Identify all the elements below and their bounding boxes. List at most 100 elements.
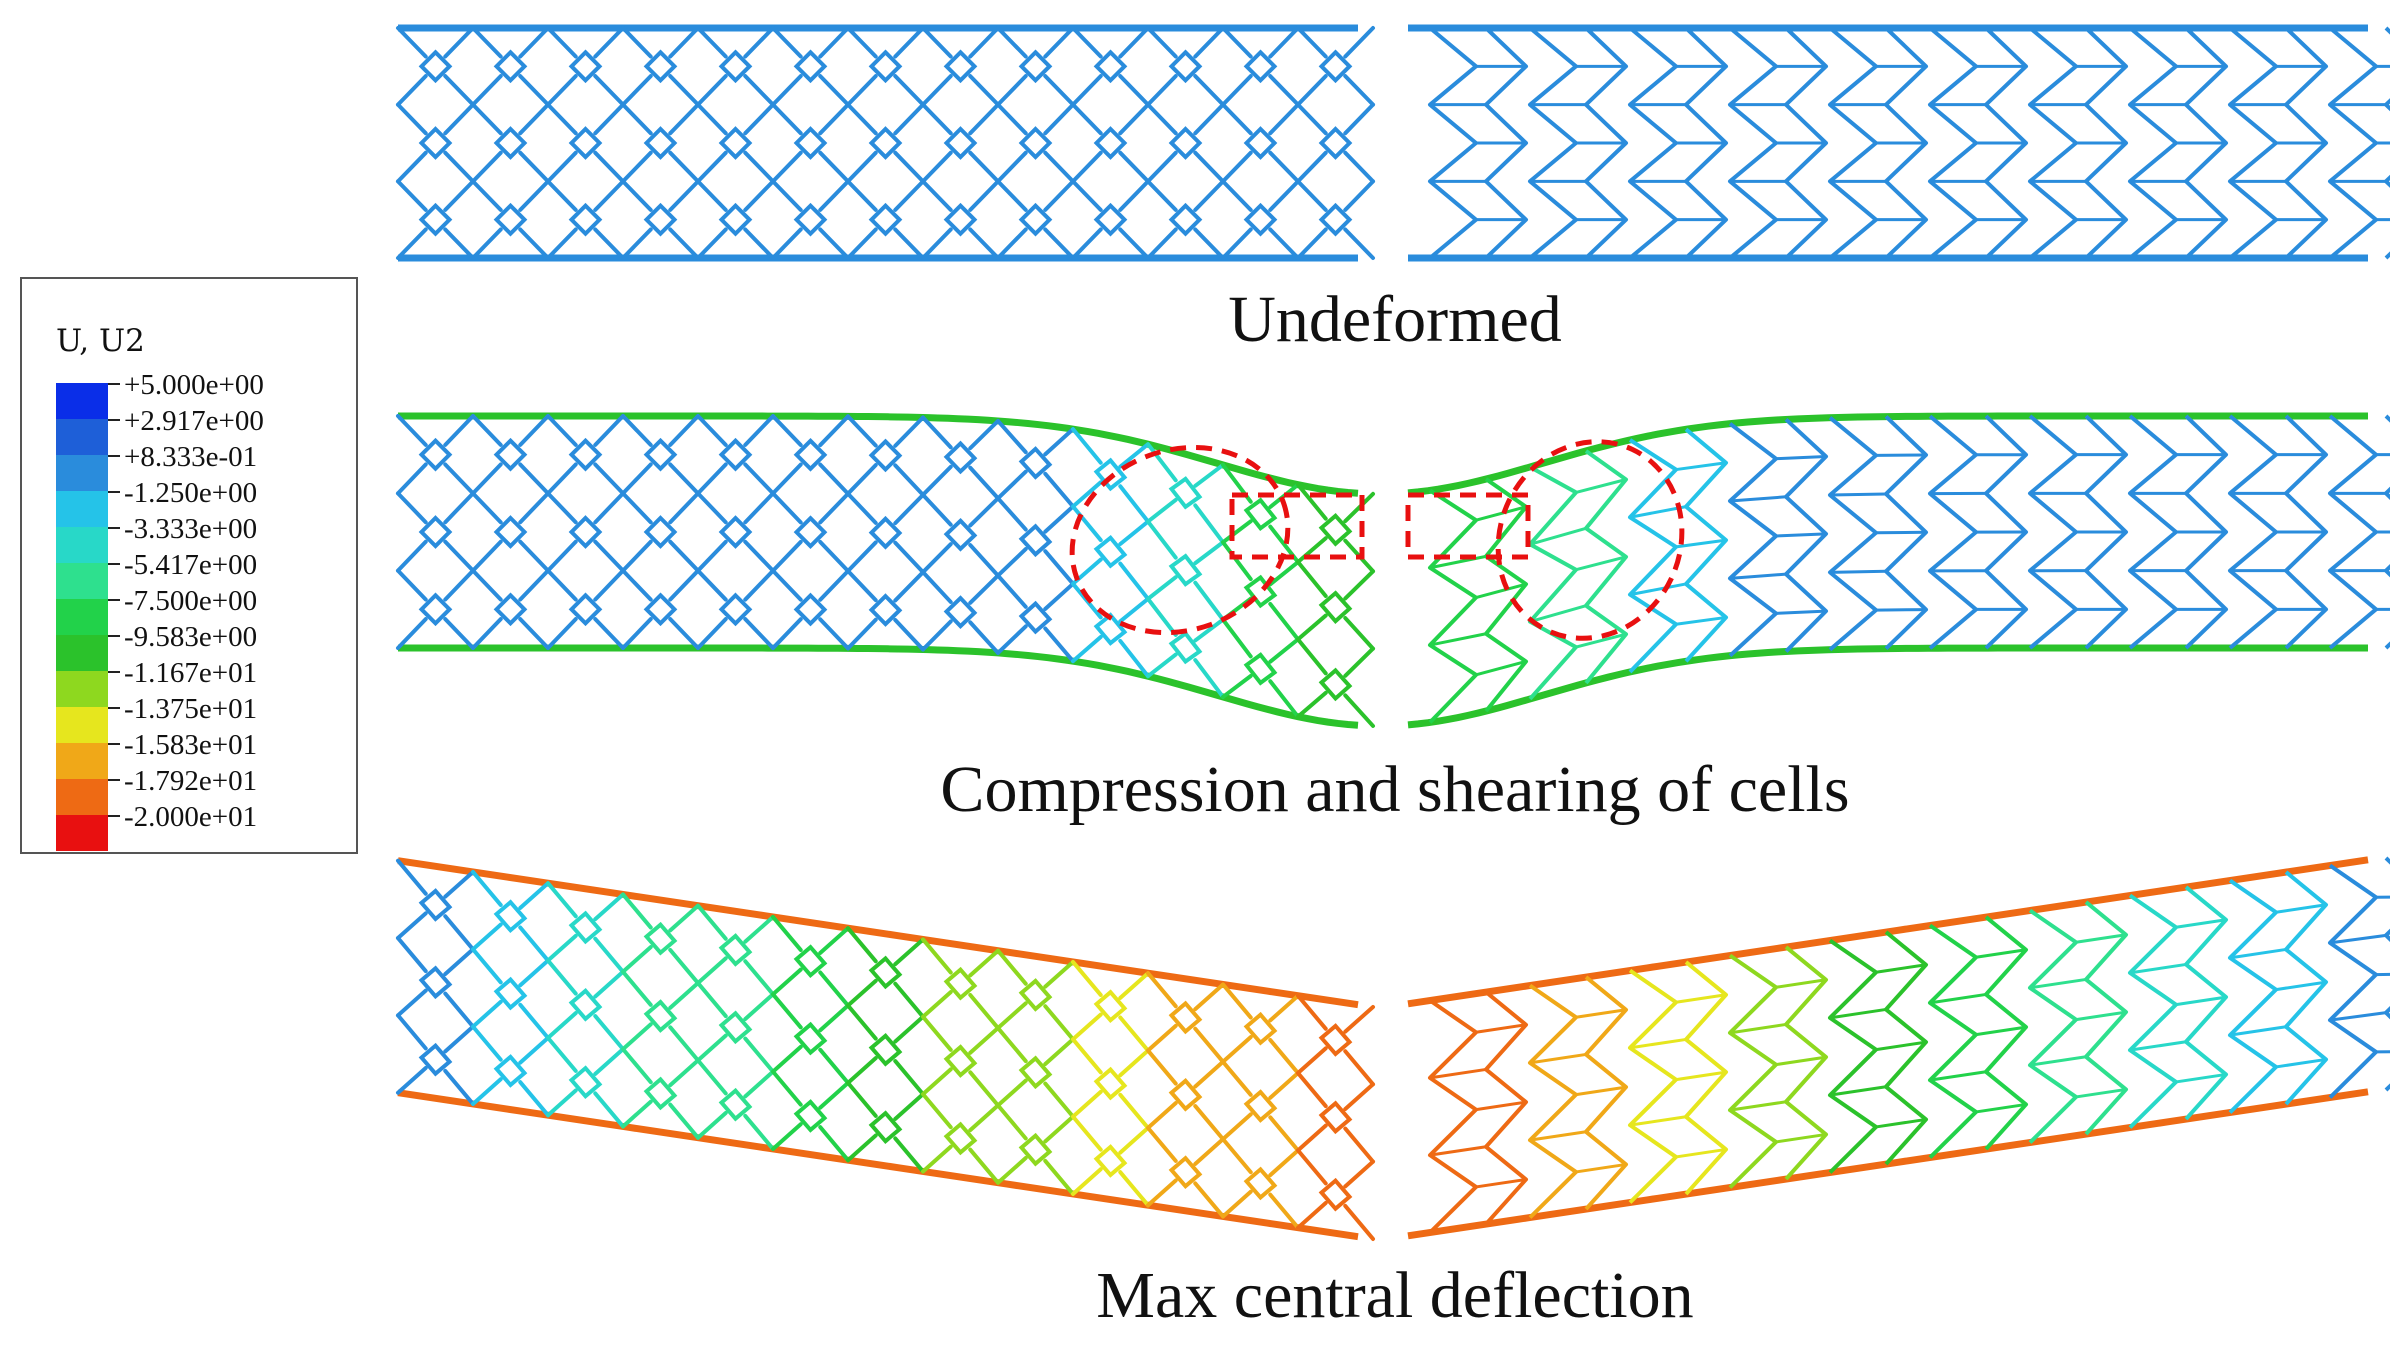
legend-swatch xyxy=(56,563,108,599)
lattice-strut xyxy=(668,102,700,136)
lattice-strut xyxy=(621,74,653,107)
lattice-zigzag-left xyxy=(1928,26,1978,260)
lattice-strut xyxy=(593,617,625,651)
lattice-strut xyxy=(893,618,925,652)
legend-swatch xyxy=(56,599,108,635)
lattice-strut xyxy=(1071,480,1103,509)
legend-swatch xyxy=(56,527,108,563)
lattice-diamond xyxy=(793,126,828,160)
caption-max-deflection: Max central deflection xyxy=(1096,1259,1694,1332)
lattice-rib xyxy=(1874,1040,1928,1052)
legend-swatch xyxy=(56,743,108,779)
lattice-diamond xyxy=(568,49,603,84)
lattice-strut xyxy=(893,937,925,967)
lattice-strut xyxy=(743,179,775,212)
lattice-strut xyxy=(968,573,1000,605)
lattice-strut xyxy=(1043,26,1075,59)
lattice-rib xyxy=(1974,948,2028,959)
lattice-diamond xyxy=(643,202,678,237)
lattice-diamond xyxy=(643,126,678,160)
lattice-strut xyxy=(1296,227,1328,260)
lattice-strut xyxy=(996,1103,1028,1141)
lattice-diamond xyxy=(868,515,903,550)
lattice-rib xyxy=(1528,1130,1588,1142)
lattice-strut xyxy=(743,992,775,1021)
lattice-strut xyxy=(518,881,550,910)
lattice-strut xyxy=(893,1014,925,1044)
lattice-strut xyxy=(1221,1137,1253,1175)
lattice-strut xyxy=(771,1069,803,1107)
lattice-diamond xyxy=(1018,126,1053,160)
lattice-diamond xyxy=(1243,49,1278,84)
lattice-strut xyxy=(1343,491,1375,524)
lattice-strut xyxy=(846,463,878,496)
lattice-strut xyxy=(471,179,503,212)
lattice-strut xyxy=(518,568,550,602)
lattice-diamond xyxy=(1318,1100,1353,1135)
lattice-strut xyxy=(1193,617,1225,643)
lattice-strut xyxy=(996,227,1028,260)
lattice-strut xyxy=(1043,1037,1075,1066)
lattice-strut xyxy=(443,26,475,59)
lattice-rib xyxy=(1828,492,1888,497)
face-sheet-top xyxy=(398,412,1359,497)
lattice-strut xyxy=(1146,1023,1178,1053)
lattice-rib xyxy=(2074,1010,2128,1022)
lattice-strut xyxy=(1118,1048,1150,1078)
lattice-strut xyxy=(846,414,878,448)
lattice-strut xyxy=(518,617,550,651)
lattice-zigzag-left xyxy=(2028,414,2078,650)
lattice-strut xyxy=(996,573,1028,609)
lattice-strut xyxy=(1043,581,1075,611)
lattice-diamond xyxy=(943,49,978,84)
lattice-strut xyxy=(471,74,503,107)
lattice-zigzag-left xyxy=(1628,26,1678,260)
lattice-rib xyxy=(2274,980,2328,992)
lattice-strut xyxy=(1043,471,1075,509)
lattice-rib xyxy=(1674,538,1728,549)
lattice-strut xyxy=(696,74,728,107)
lattice-strut xyxy=(1296,26,1328,59)
lattice-strut xyxy=(518,150,550,184)
lattice-strut xyxy=(696,462,728,496)
lattice-strut xyxy=(893,179,925,212)
lattice-diamond xyxy=(1318,126,1353,160)
lattice-strut xyxy=(818,150,850,184)
lattice-strut xyxy=(518,179,550,212)
lattice-zigzag-right xyxy=(1484,477,1528,713)
legend-swatch xyxy=(56,671,108,707)
lattice-rib xyxy=(2028,1055,2088,1067)
lattice-strut xyxy=(1071,74,1103,107)
lattice-rib xyxy=(2328,1011,2388,1022)
lattice-strut xyxy=(743,26,775,59)
dashed-rect-right xyxy=(1405,492,1531,560)
lattice-strut xyxy=(471,491,503,525)
lattice-diamond xyxy=(1093,202,1128,237)
lattice-strut xyxy=(996,179,1028,212)
lattice-strut xyxy=(1221,1189,1253,1219)
lattice-strut xyxy=(1118,442,1150,469)
lattice-strut xyxy=(593,102,625,136)
lattice-strut xyxy=(1343,150,1375,184)
lattice-zigzag-left xyxy=(1528,26,1578,260)
lattice-strut xyxy=(1118,1170,1150,1208)
lattice-rib xyxy=(1574,555,1628,572)
lattice-rib xyxy=(2274,1057,2328,1069)
lattice-strut xyxy=(893,492,925,526)
lattice-diamond xyxy=(568,202,603,237)
lattice-strut xyxy=(546,414,578,447)
lattice-strut xyxy=(621,227,653,260)
legend-labels: +5.000e+00+2.917e+00+8.333e-01-1.250e+00… xyxy=(124,367,264,835)
lattice-diamond xyxy=(1318,202,1353,237)
lattice-strut xyxy=(921,464,953,497)
lattice-strut xyxy=(968,1070,1000,1108)
lattice-strut xyxy=(396,462,428,496)
lattice-strut xyxy=(1268,179,1300,212)
lattice-strut xyxy=(1221,179,1253,212)
lattice-strut xyxy=(1343,1159,1375,1189)
lattice-strut xyxy=(921,102,953,136)
lattice-strut xyxy=(846,102,878,136)
lattice-diamond xyxy=(418,515,453,549)
lattice-strut xyxy=(1043,549,1075,586)
lattice-strut xyxy=(471,539,503,573)
